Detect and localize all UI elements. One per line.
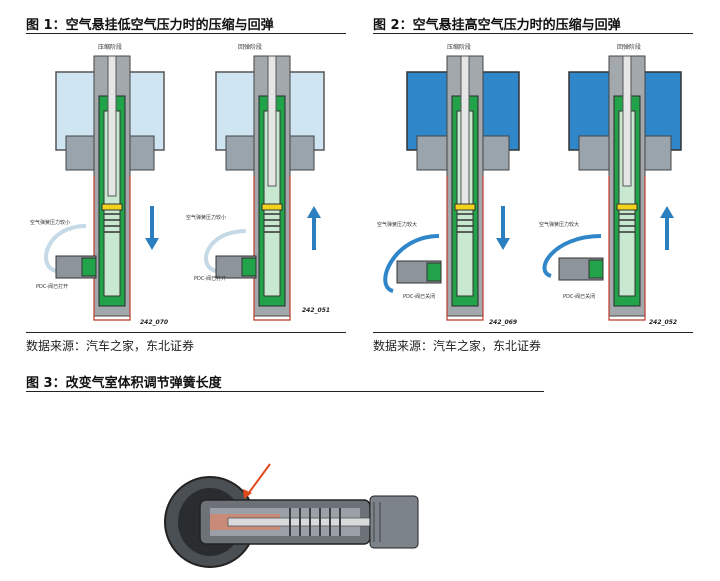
- figure-1-source: 数据来源：汽车之家，东北证券: [26, 339, 195, 353]
- fig1-label-pdc-right: PDC-阀已打开: [194, 275, 226, 282]
- fig1-strut-right: [204, 55, 325, 321]
- figure-1-title: 图 1：空气悬挂低空气压力时的压缩与回弹: [26, 18, 274, 33]
- fig1-code-right: 242_051: [302, 307, 330, 314]
- figure-1-panel: 压缩阶段 回弹阶段: [26, 36, 346, 331]
- fig1-arrow-up: [307, 206, 321, 250]
- figure-2-title: 图 2：空气悬挂高空气压力时的压缩与回弹: [373, 18, 621, 33]
- fig1-stage-rebound-label: 回弹阶段: [238, 44, 263, 51]
- fig3-red-indicator-arrow: [243, 463, 271, 499]
- fig2-code-left: 242_069: [489, 319, 517, 326]
- figure-3-illustration: [140, 452, 420, 572]
- fig2-strut-right: [542, 55, 682, 321]
- fig2-label-pdc-left: PDC-阀已关闭: [403, 293, 435, 300]
- fig1-arrow-down: [145, 206, 159, 250]
- fig1-stage-compress-label: 压缩阶段: [98, 44, 123, 51]
- fig2-stage-rebound-label: 回弹阶段: [617, 44, 642, 51]
- fig1-label-spring-left: 空气弹簧压力较小: [30, 219, 70, 226]
- fig1-code-left: 242_070: [140, 319, 168, 326]
- figure-3-title-rule: [26, 391, 544, 392]
- figure-2-source: 数据来源：汽车之家，东北证券: [373, 339, 542, 353]
- figure-2-bottom-rule: [373, 332, 693, 333]
- fig1-label-spring-right: 空气弹簧压力较小: [186, 214, 226, 221]
- fig2-arrow-down: [496, 206, 510, 250]
- figure-2-panel: 压缩阶段 回弹阶段: [373, 36, 693, 331]
- fig2-strut-left: [383, 55, 520, 321]
- fig2-label-spring-left: 空气弹簧压力较大: [377, 221, 417, 228]
- fig1-diagram: 空气弹簧压力较小 PDC-阀已打开 空气弹簧压力较小 PDC-阀已打开 242_…: [30, 55, 330, 326]
- fig3-air-strut-cutaway: [164, 476, 419, 568]
- fig2-stage-compress-label: 压缩阶段: [447, 44, 472, 51]
- figure-1-bottom-rule: [26, 332, 346, 333]
- fig2-label-pdc-right: PDC-阀已关闭: [563, 293, 595, 300]
- figure-2-title-rule: [373, 33, 693, 34]
- fig2-code-right: 242_052: [649, 319, 677, 326]
- fig2-arrow-up: [660, 206, 674, 250]
- fig1-label-pdc-left: PDC-阀已打开: [36, 283, 68, 290]
- fig2-diagram: 空气弹簧压力较大 PDC-阀已关闭 空气弹簧压力较大 PDC-阀已关闭 242_…: [377, 55, 682, 326]
- fig1-strut-left: [44, 55, 165, 321]
- figure-1-title-rule: [26, 33, 346, 34]
- figure-3-title: 图 3：改变气室体积调节弹簧长度: [26, 376, 222, 391]
- fig2-label-spring-right: 空气弹簧压力较大: [539, 221, 579, 228]
